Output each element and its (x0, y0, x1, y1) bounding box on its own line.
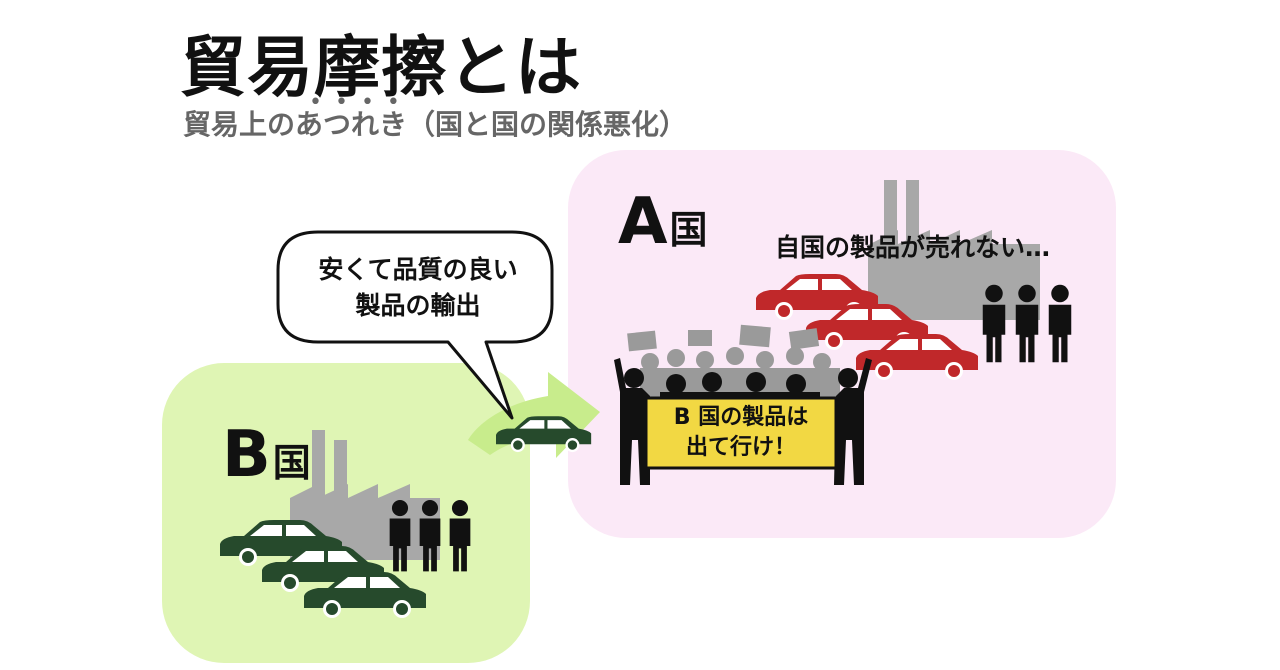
country-b-label: B国 (222, 418, 311, 492)
speech-bubble-line2: 製品の輸出 (355, 291, 481, 320)
country-a-thought: 自国の製品が売れない… (775, 233, 1051, 262)
country-b-letter: B (222, 418, 271, 492)
speech-bubble (276, 230, 554, 420)
protest-banner-text: B 国の製品は 出て行け！ (646, 399, 836, 467)
emphasis-dots: •••• (309, 90, 413, 115)
country-b-suffix: 国 (272, 441, 311, 485)
page-title: 貿易摩擦とは (180, 29, 582, 106)
country-a-label: A国 (618, 185, 708, 259)
speech-bubble-text: 安くて品質の良い 製品の輸出 (298, 252, 538, 324)
banner-line2: 出て行け！ (685, 435, 796, 460)
speech-bubble-line1: 安くて品質の良い (318, 255, 518, 284)
banner-line1: B 国の製品は (673, 405, 809, 430)
country-a-letter: A (618, 185, 668, 259)
country-a-suffix: 国 (669, 208, 708, 252)
protest-banner (644, 396, 838, 470)
page-subtitle: 貿易上のあつれき（国と国の関係悪化） (183, 108, 688, 141)
